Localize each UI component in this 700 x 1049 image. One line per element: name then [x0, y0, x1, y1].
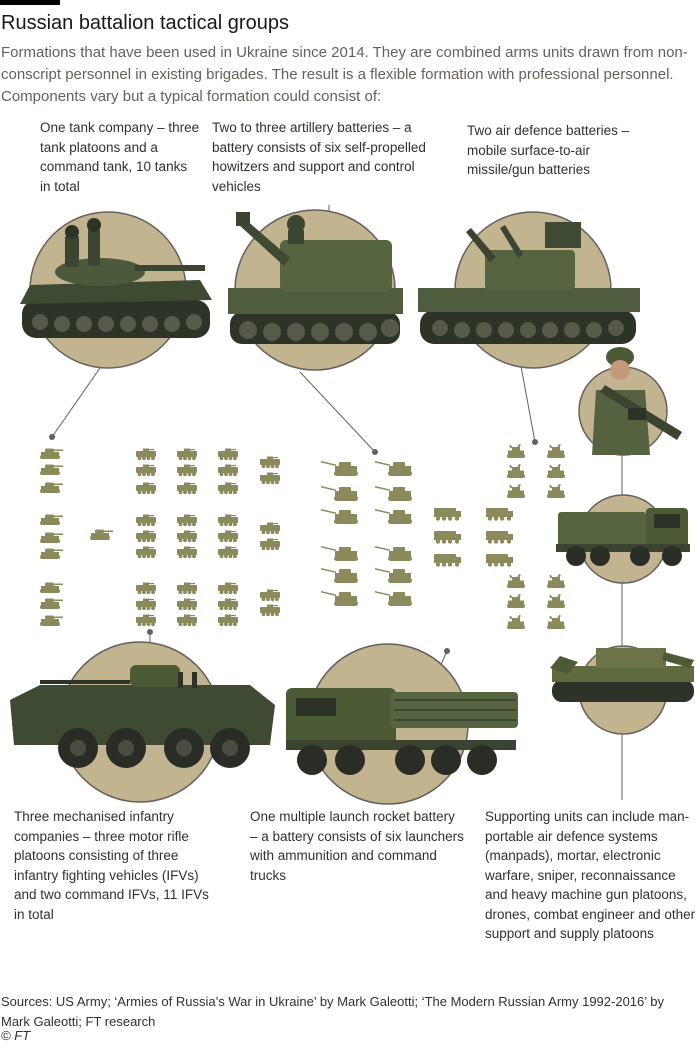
ft-copyright: © FT	[1, 1028, 31, 1043]
tank-illustration	[20, 218, 212, 338]
air-defence-icon	[547, 443, 565, 458]
btr-ifv-illustration	[10, 665, 275, 768]
ifv-icon	[136, 448, 156, 461]
command-ifv-icon	[260, 456, 280, 469]
howitzer-icon	[375, 461, 412, 476]
howitzer-icon	[375, 486, 412, 501]
ifv-icon	[218, 582, 238, 595]
air-defence-icon	[547, 463, 565, 478]
tank-icon	[40, 615, 63, 626]
tank-icon	[40, 532, 63, 543]
tank-icon	[40, 514, 63, 525]
air-defence-icon	[507, 463, 525, 478]
ifv-icon	[218, 514, 238, 527]
ifv-icon	[177, 448, 197, 461]
ifv-icon	[218, 448, 238, 461]
ifv-icon	[136, 464, 156, 477]
ifv-icon	[136, 598, 156, 611]
tank-icon	[40, 598, 63, 609]
howitzer-icon	[375, 568, 412, 583]
supply-truck-illustration	[556, 508, 690, 566]
ifv-icon	[136, 530, 156, 543]
tank-icon	[40, 548, 63, 559]
howitzer-illustration	[228, 212, 403, 344]
rocket-battery-label: One multiple launch rocket battery – a b…	[250, 809, 464, 883]
rocket-launcher-icon	[486, 531, 513, 544]
ifv-icon	[218, 464, 238, 477]
artillery-batteries-label: Two to three artillery batteries – a bat…	[212, 120, 426, 194]
howitzer-icon	[321, 546, 358, 561]
tank-icon	[40, 482, 63, 493]
ifv-icon	[177, 614, 197, 627]
ifv-icon	[177, 482, 197, 495]
ifv-icon	[177, 598, 197, 611]
air-defence-illustration	[418, 222, 640, 344]
manpads-soldier-illustration	[592, 347, 682, 455]
ifv-icon	[218, 546, 238, 559]
howitzer-icon	[321, 568, 358, 583]
ifv-icon	[218, 482, 238, 495]
rocket-launcher-icon	[486, 554, 513, 567]
rocket-launcher-icon	[434, 508, 461, 521]
air-defence-icon	[547, 614, 565, 629]
howitzer-icon	[375, 509, 412, 524]
air-defence-icon	[507, 593, 525, 608]
engineer-vehicle-illustration	[550, 648, 694, 702]
tank-icon	[40, 448, 63, 459]
command-ifv-icon	[260, 604, 280, 617]
ifv-icon	[177, 464, 197, 477]
ifv-icon	[177, 530, 197, 543]
tank-company-label: One tank company – three tank platoons a…	[40, 120, 200, 194]
page-subtitle: Formations that have been used in Ukrain…	[1, 44, 688, 105]
ifv-icon	[218, 530, 238, 543]
supporting-units-label: Supporting units can include man-portabl…	[485, 809, 696, 941]
command-ifv-icon	[260, 522, 280, 535]
command-ifv-icon	[260, 589, 280, 602]
ifv-icon	[177, 582, 197, 595]
ifv-icon	[177, 514, 197, 527]
mlrs-launcher-illustration	[286, 688, 518, 775]
unit-icon-grid	[40, 443, 565, 629]
rocket-launcher-icon	[486, 508, 513, 521]
command-ifv-icon	[260, 538, 280, 551]
connector-dots	[49, 434, 538, 654]
air-defence-label: Two air defence batteries – mobile surfa…	[467, 123, 630, 177]
tank-icon	[40, 464, 63, 475]
rocket-launcher-icon	[434, 531, 461, 544]
air-defence-icon	[507, 483, 525, 498]
air-defence-icon	[547, 573, 565, 588]
ft-top-rule	[0, 0, 60, 5]
howitzer-icon	[321, 486, 358, 501]
air-defence-icon	[507, 573, 525, 588]
air-defence-icon	[547, 483, 565, 498]
howitzer-icon	[375, 546, 412, 561]
sources-note: Sources: US Army; ‘Armies of Russia’s Wa…	[1, 994, 664, 1029]
ifv-icon	[136, 514, 156, 527]
ifv-icon	[218, 614, 238, 627]
ifv-icon	[136, 582, 156, 595]
ifv-icon	[218, 598, 238, 611]
ifv-icon	[136, 546, 156, 559]
infantry-companies-label: Three mechanised infantry companies – th…	[14, 809, 209, 922]
ifv-icon	[136, 614, 156, 627]
page-title: Russian battalion tactical groups	[1, 12, 289, 34]
command-ifv-icon	[260, 472, 280, 485]
air-defence-icon	[507, 614, 525, 629]
air-defence-icon	[507, 443, 525, 458]
howitzer-icon	[375, 591, 412, 606]
command-tank-icon	[90, 529, 113, 540]
ifv-icon	[177, 546, 197, 559]
tank-icon	[40, 582, 63, 593]
rocket-launcher-icon	[434, 554, 461, 567]
air-defence-icon	[547, 593, 565, 608]
howitzer-icon	[321, 591, 358, 606]
ifv-icon	[136, 482, 156, 495]
howitzer-icon	[321, 509, 358, 524]
howitzer-icon	[321, 461, 358, 476]
